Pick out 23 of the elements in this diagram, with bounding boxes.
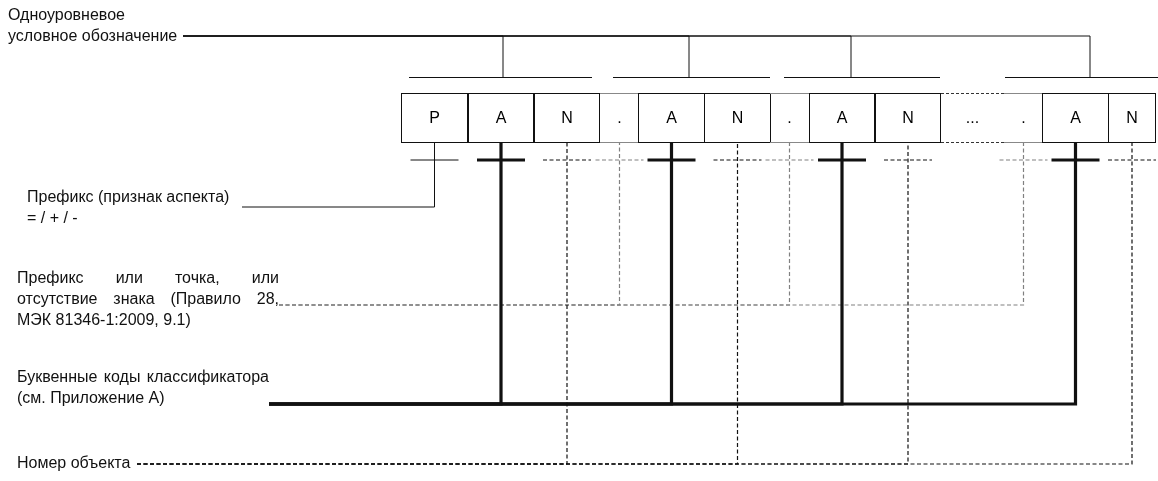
code-cell: . — [1004, 93, 1043, 143]
code-cell: P — [401, 93, 468, 143]
callout-text: Номер объекта — [17, 452, 137, 473]
callout-text: Одноуровневое условное обозначение — [8, 4, 183, 46]
code-cell: N — [1108, 93, 1156, 143]
code-cell: A — [468, 93, 534, 143]
code-cell: N — [704, 93, 771, 143]
code-cell: N — [875, 93, 941, 143]
leader-line — [278, 142, 1025, 306]
code-cell: . — [770, 93, 809, 143]
code-cell: A — [809, 93, 875, 143]
code-cell: ... — [941, 93, 1004, 143]
leader-line — [269, 143, 1078, 406]
callout-text: Префикс или точка, или отсутствие знака (Правило 28, МЭК 81346-1:2009, 9.1) — [17, 267, 279, 330]
code-cell: A — [1042, 93, 1109, 143]
code-cell: A — [638, 93, 705, 143]
callout-text: Буквенные коды классификатора (см. Приложение А) — [17, 366, 269, 408]
leader-line — [136, 142, 1133, 465]
callout-text: Префикс (признак аспекта) = / + / - — [27, 186, 242, 228]
leader-line — [241, 142, 435, 208]
code-cell: N — [534, 93, 600, 143]
code-cell: . — [600, 93, 639, 143]
leader-line — [182, 35, 1091, 78]
